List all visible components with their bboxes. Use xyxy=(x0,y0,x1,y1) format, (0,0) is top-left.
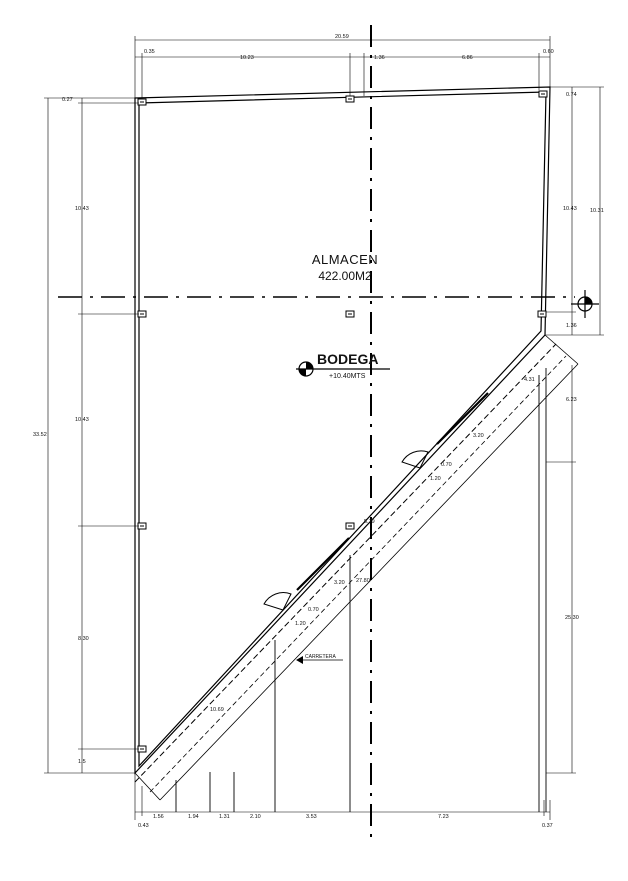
column xyxy=(538,90,548,98)
column xyxy=(137,745,147,753)
dim-diag-door-1: 3.20 xyxy=(473,433,484,439)
column xyxy=(137,310,147,318)
dim-bottom-7: 7.23 xyxy=(438,814,449,820)
dimension-labels: 20.59 0.35 10.23 1.36 6.86 0.60 0.27 10.… xyxy=(33,34,604,829)
level-marker xyxy=(296,361,390,377)
column xyxy=(345,95,355,103)
dim-left-seg1: 10.43 xyxy=(75,206,89,212)
level-name: BODEGA xyxy=(317,351,378,367)
dim-right-seg1: 10.43 xyxy=(563,206,577,212)
room-name: ALMACEN xyxy=(312,252,378,267)
dim-diag-center: 27.80 xyxy=(356,578,370,584)
dim-right-total: 10.31 xyxy=(590,208,604,214)
dim-right-seg-mid: 1.36 xyxy=(566,323,577,329)
columns xyxy=(137,90,548,753)
dim-top-mid: 1.36 xyxy=(374,55,385,61)
dim-bottom-1: 0.43 xyxy=(138,823,149,829)
dim-left-seg3: 8.30 xyxy=(78,636,89,642)
dim-top-mid-right: 6.86 xyxy=(462,55,473,61)
structure-lines xyxy=(175,368,547,812)
dim-right-diag-1: 4.31 xyxy=(524,377,535,383)
dim-right-v2: 25.30 xyxy=(565,615,579,621)
door-swings xyxy=(263,450,429,611)
dim-left-top-small: 0.27 xyxy=(62,97,73,103)
dim-top-right: 0.60 xyxy=(543,49,554,55)
axis-lines xyxy=(58,25,575,845)
axis-target-icon xyxy=(571,290,599,318)
dim-top-mid-left: 10.23 xyxy=(240,55,254,61)
column xyxy=(345,522,355,530)
dimension-lines xyxy=(44,36,604,820)
dim-diag-w3: 0.70 xyxy=(308,607,319,613)
dim-diag-mid: 5.79 xyxy=(364,519,375,525)
inner-wall xyxy=(138,91,547,768)
dim-left-total: 33.52 xyxy=(33,432,47,438)
dim-diag-long: 10.69 xyxy=(210,707,224,713)
room-area: 422.00M2 xyxy=(318,269,372,283)
dim-bottom-6: 3.53 xyxy=(306,814,317,820)
column xyxy=(537,310,547,318)
column xyxy=(345,310,355,318)
dim-diag-door-2: 3.20 xyxy=(334,580,345,586)
dim-diag-w1: 0.70 xyxy=(441,462,452,468)
dim-left-seg4: 1.5 xyxy=(78,759,86,765)
column xyxy=(137,98,147,106)
column xyxy=(137,522,147,530)
dim-bottom-2: 1.56 xyxy=(153,814,164,820)
dim-bottom-4: 1.31 xyxy=(219,814,230,820)
dim-top-left: 0.35 xyxy=(144,49,155,55)
building-walls xyxy=(134,86,551,775)
dim-left-seg2: 10.43 xyxy=(75,417,89,423)
dim-bottom-3: 1.94 xyxy=(188,814,199,820)
dim-right-top-small: 0.74 xyxy=(566,92,577,98)
dim-bottom-5: 2.10 xyxy=(250,814,261,820)
dim-bottom-8: 0.37 xyxy=(542,823,553,829)
road-arrow-icon xyxy=(296,656,343,664)
dim-right-v1: 6.23 xyxy=(566,397,577,403)
road-label: CARRETERA xyxy=(305,654,337,660)
dim-diag-w2: 1.20 xyxy=(430,476,441,482)
dim-diag-w4: 1.20 xyxy=(295,621,306,627)
outer-wall xyxy=(134,86,551,775)
dim-top-total: 20.59 xyxy=(335,34,349,40)
level-elevation: +10.40MTS xyxy=(329,373,366,380)
diagonal-ramp-lines xyxy=(134,334,579,801)
